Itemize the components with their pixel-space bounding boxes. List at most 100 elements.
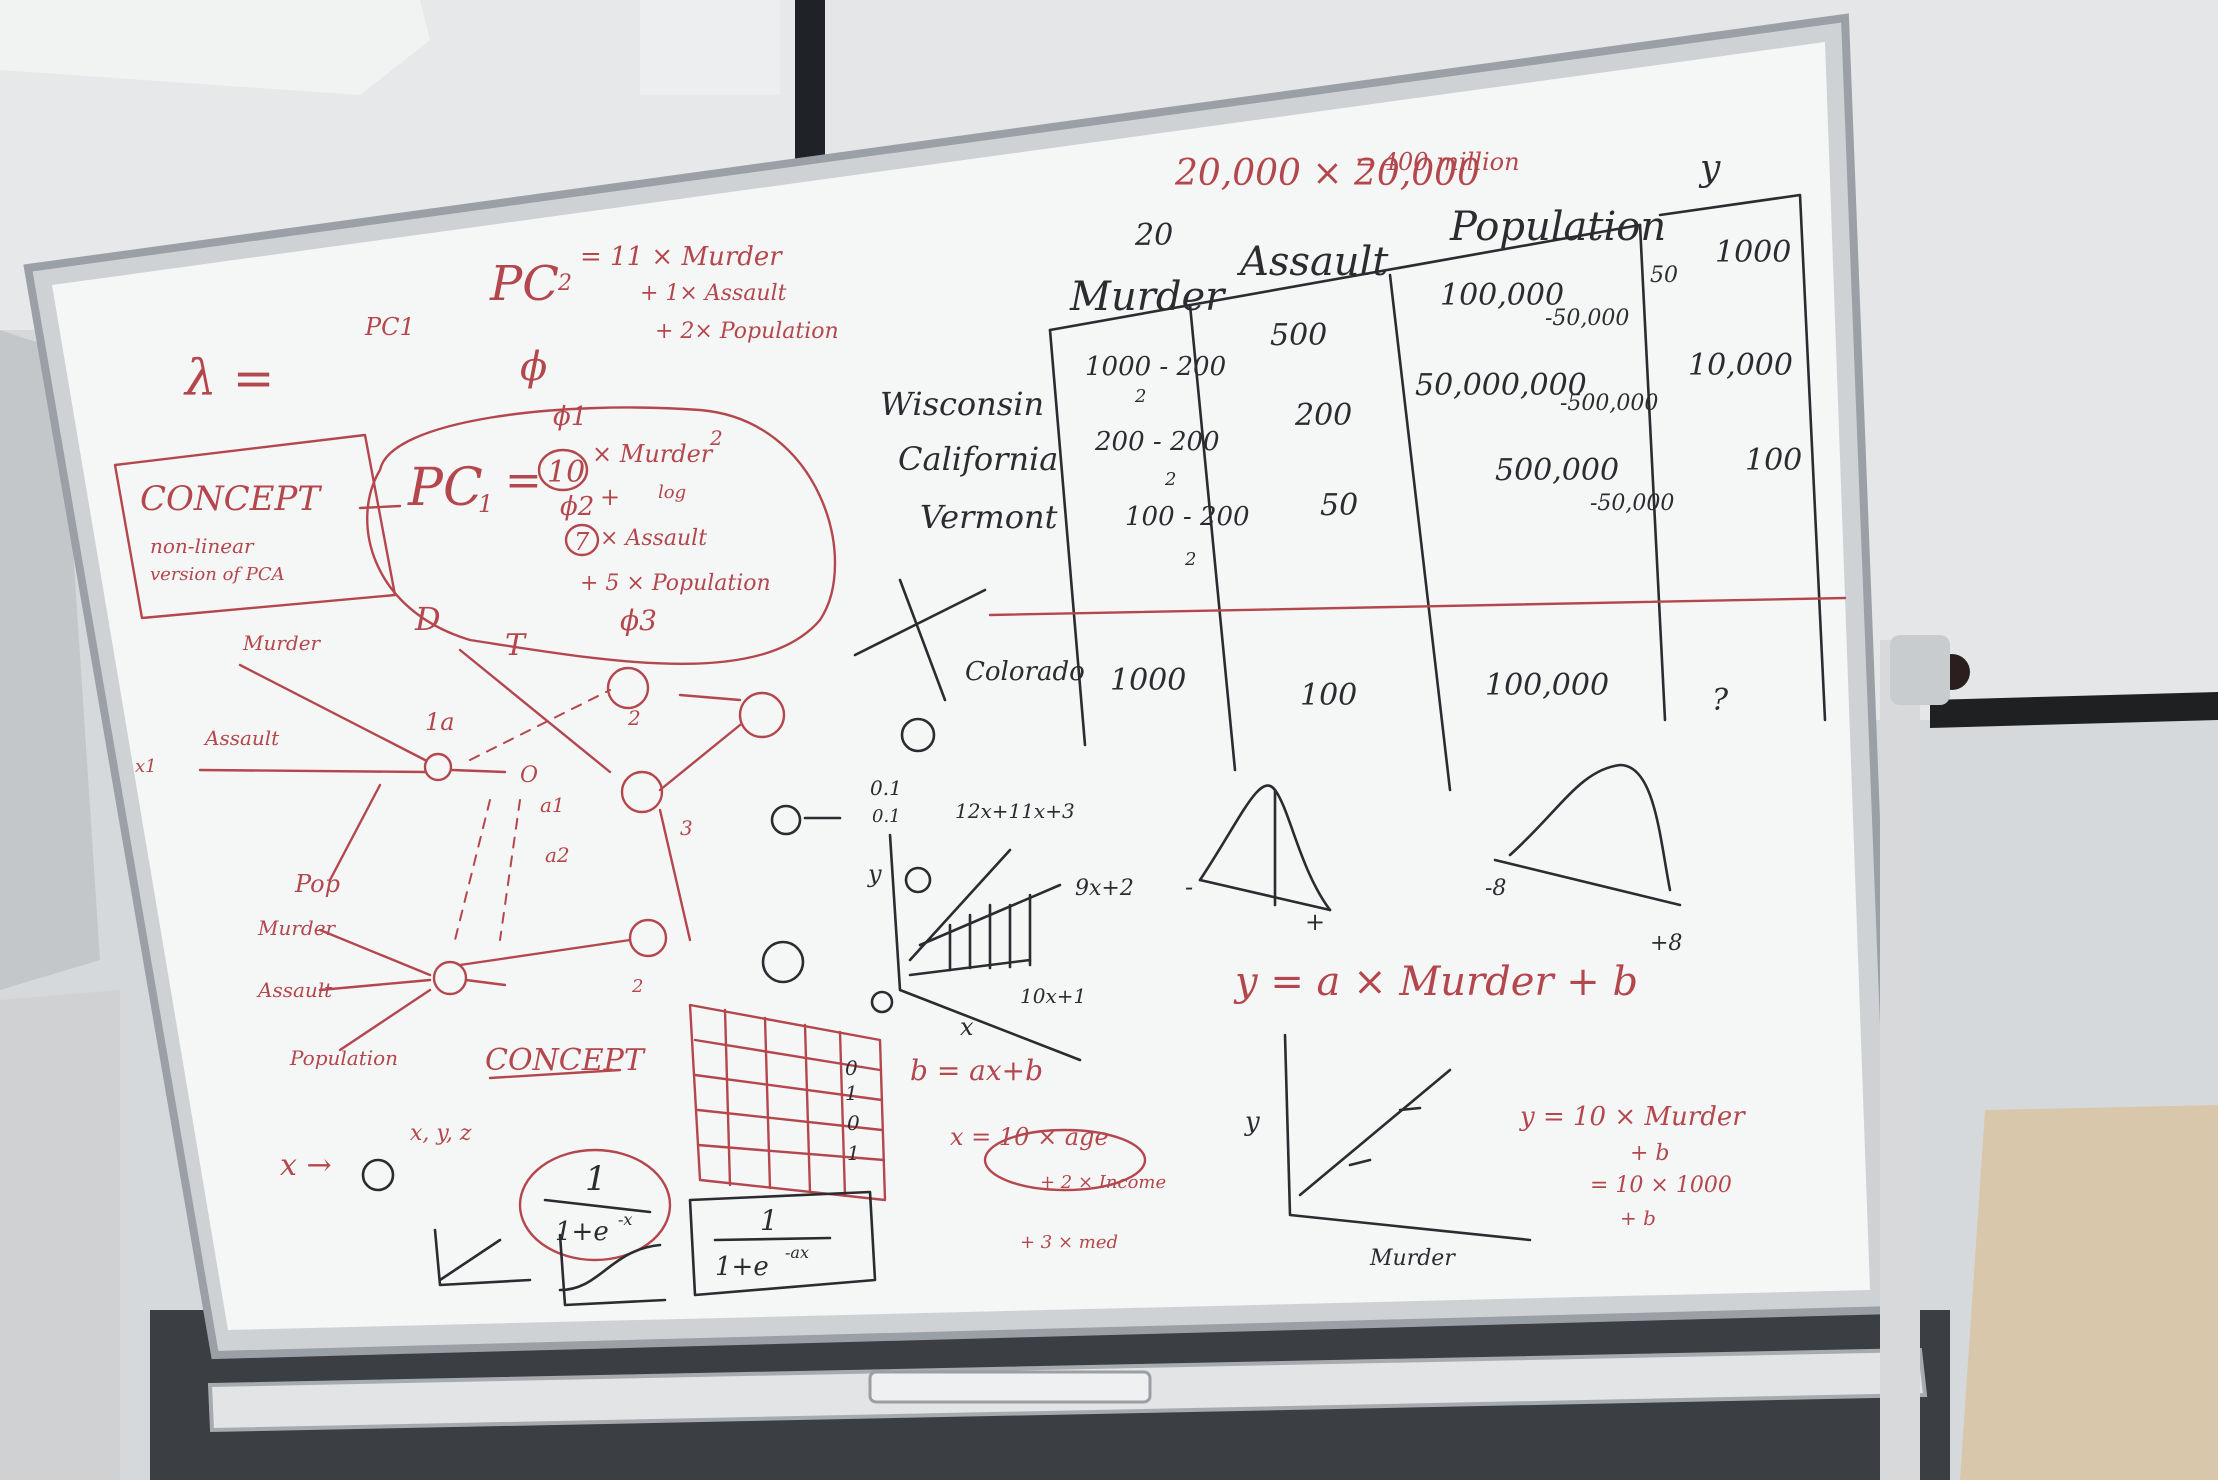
eq-b-line4: + 3 × med xyxy=(1020,1232,1118,1253)
top-calc-line2: = 400 million xyxy=(1355,148,1520,176)
test-row-state: Colorado xyxy=(965,657,1085,687)
phi-label: ϕ xyxy=(520,344,547,390)
pc2-line2: + 1× Assault xyxy=(640,281,787,306)
row-murder: 1000 - 200 xyxy=(1085,352,1226,382)
calc-y-line3: = 10 × 1000 xyxy=(1590,1173,1732,1198)
desk xyxy=(1960,1105,2218,1480)
lambda-label: λ = xyxy=(183,349,274,407)
pc2-line1: = 11 × Murder xyxy=(580,242,783,272)
test-row-assault: 100 xyxy=(1300,678,1357,713)
bell2-curve xyxy=(1508,763,1672,892)
scatter-y-label: y xyxy=(1244,1107,1260,1137)
plot-node xyxy=(870,990,894,1014)
bell2-left: -8 xyxy=(1485,876,1506,901)
pc1-coef-circle xyxy=(537,448,589,492)
concept-arrow xyxy=(358,504,402,510)
sigmoid2-box xyxy=(688,1190,877,1297)
plot-node xyxy=(770,804,802,836)
header-assault: Assault xyxy=(1236,239,1389,285)
nn-label: a1 xyxy=(540,793,565,817)
nn-edge xyxy=(658,723,742,792)
table-col-3 xyxy=(1388,273,1452,792)
pc2-sub: 2 xyxy=(557,271,572,296)
nn-input-label: Population xyxy=(289,1046,398,1070)
sigmoid2-den: 1+e xyxy=(715,1252,769,1282)
bell2-axis xyxy=(1493,858,1682,907)
pc2-line3: + 2× Population xyxy=(655,319,839,344)
nn-edge xyxy=(318,978,432,992)
sigmoid-circle xyxy=(518,1148,672,1262)
concept2-underline xyxy=(488,1068,622,1080)
top-calc-line1: 20,000 × 20,000 xyxy=(1174,153,1480,194)
row-murder: 100 - 200 xyxy=(1125,502,1250,532)
nn-label: 1a xyxy=(425,708,455,736)
nn-label: D xyxy=(414,600,441,638)
calc-y-line4: + b xyxy=(1620,1206,1656,1230)
row-murder-sub: 2 xyxy=(1164,469,1176,490)
pc1-sub: 1 xyxy=(478,490,493,518)
pc1-coef2-circle xyxy=(564,523,600,557)
pc1-equals: = xyxy=(505,455,542,506)
calc-y-line1: y = 10 × Murder xyxy=(1519,1102,1746,1132)
row-y: 1000 xyxy=(1715,235,1791,270)
data-table: 20 Murder Assault Population Wisconsin 1… xyxy=(880,193,1847,792)
pc1-term2: × Assault xyxy=(600,526,707,551)
row-state: Wisconsin xyxy=(880,385,1044,423)
nn-label: 2 xyxy=(627,706,641,730)
nn-edge xyxy=(458,938,632,967)
nn-label: 2 xyxy=(631,976,643,997)
nn-edge xyxy=(658,808,692,942)
stand-bracket xyxy=(1890,635,1950,705)
row-pop-sub: -50,000 xyxy=(1545,306,1629,331)
ceiling-fixture xyxy=(640,0,780,95)
eq-b-line2: x = 10 × age xyxy=(950,1123,1109,1151)
scatter-x-label: Murder xyxy=(1369,1246,1456,1271)
wall-edge-dark xyxy=(795,0,825,160)
nn-input-label: Murder xyxy=(257,916,337,940)
grid-value: 1 xyxy=(845,1081,858,1105)
concept-line2: version of PCA xyxy=(150,564,285,585)
nn-edge xyxy=(328,783,382,882)
row-assault: 50 xyxy=(1320,488,1358,523)
bell-curve-2: -8 +8 xyxy=(1485,763,1682,956)
sigmoid-curve xyxy=(558,1243,662,1292)
sigmoid-num: 1 xyxy=(585,1159,607,1199)
eq-b-line1: b = ax+b xyxy=(910,1054,1043,1087)
table-top-num: 20 xyxy=(1134,218,1173,253)
grid-value: 0 xyxy=(847,1111,860,1135)
sigmoid2-num: 1 xyxy=(760,1204,778,1237)
pc2-equation: PC 2 = 11 × Murder + 1× Assault + 2× Pop… xyxy=(489,242,839,344)
nn-node xyxy=(432,960,468,996)
nn-dash xyxy=(454,799,491,941)
diag-line xyxy=(898,578,947,702)
lines-plot: 0.1 0.1 12x+11x+3 9x+2 10x+1 y x xyxy=(770,776,1134,1062)
concept-box: CONCEPT non-linear version of PCA xyxy=(113,433,402,620)
plot-y-label: y xyxy=(867,860,882,888)
table-split-rule xyxy=(988,596,1847,617)
pc1-equation: PC 1 = 10 × Murder 2 ϕ2 + log 7 × Assaul… xyxy=(366,406,837,665)
concept-title: CONCEPT xyxy=(140,479,322,519)
plot-label: 0.1 xyxy=(870,776,902,800)
row-y: 10,000 xyxy=(1688,348,1793,383)
nn-node xyxy=(628,918,668,958)
pc1-log: log xyxy=(658,482,686,503)
nn-edge xyxy=(678,693,742,702)
nn-edge xyxy=(238,663,427,762)
sigmoid-axes xyxy=(558,1233,667,1307)
relu-sketch xyxy=(433,1228,532,1287)
grid-border xyxy=(688,1003,887,1202)
table-col-1 xyxy=(1048,328,1087,747)
table-col-y xyxy=(1658,193,1827,722)
nn-node xyxy=(606,666,650,710)
row-pop-sub: -500,000 xyxy=(1560,391,1658,416)
row-state: California xyxy=(898,440,1058,478)
plot-hatch xyxy=(948,893,1032,972)
sigmoid2-exp: -ax xyxy=(785,1243,809,1262)
plot-label: 0.1 xyxy=(872,806,901,827)
neural-network: Murder Assault x1 D T 1a O 2 3 a1 a2 Pop… xyxy=(135,600,805,1192)
grid-value: 0 xyxy=(845,1056,858,1080)
bell1-left: - xyxy=(1185,873,1193,901)
wall-rail xyxy=(1930,692,2218,728)
sigmoid2-bar xyxy=(713,1236,832,1242)
